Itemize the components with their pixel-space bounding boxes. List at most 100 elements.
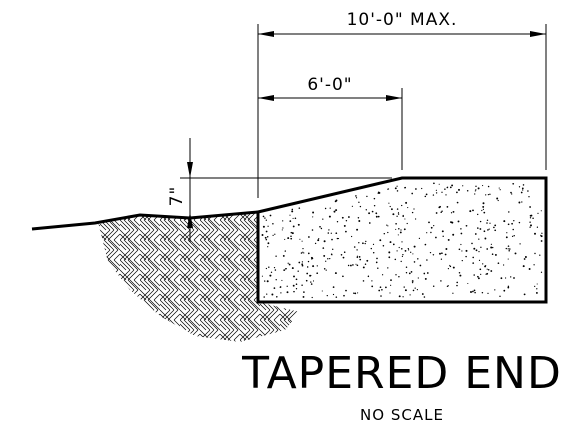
concrete-dot — [342, 256, 345, 259]
concrete-dot — [487, 292, 489, 295]
concrete-dot — [514, 252, 517, 255]
concrete-dot — [482, 185, 484, 187]
earth-hatch-area — [98, 212, 300, 342]
concrete-dot — [318, 238, 320, 240]
concrete-dot — [473, 274, 475, 276]
concrete-dot — [265, 230, 268, 233]
concrete-dot — [345, 289, 347, 292]
concrete-dot — [364, 263, 367, 266]
concrete-dot — [266, 280, 269, 283]
concrete-dot — [435, 236, 437, 239]
concrete-dot — [441, 252, 443, 255]
concrete-dot — [417, 258, 419, 260]
concrete-dot — [317, 239, 320, 242]
concrete-dot — [381, 289, 383, 291]
concrete-dot — [323, 254, 326, 257]
concrete-dot — [302, 251, 304, 253]
concrete-dot — [388, 256, 391, 259]
concrete-dot — [274, 233, 276, 235]
concrete-dot — [416, 289, 418, 291]
concrete-dot — [328, 215, 331, 218]
concrete-dot — [282, 220, 284, 222]
arrowhead-max-left — [258, 31, 274, 37]
concrete-dot — [392, 213, 395, 216]
concrete-dot — [281, 229, 283, 231]
concrete-dot — [509, 248, 511, 250]
concrete-dot — [368, 222, 371, 224]
concrete-dot — [371, 210, 374, 213]
concrete-dot — [494, 224, 497, 227]
concrete-dot — [282, 227, 284, 229]
concrete-dot — [511, 193, 513, 195]
concrete-dot — [435, 192, 438, 194]
concrete-dot — [539, 254, 541, 256]
concrete-dot — [494, 253, 497, 256]
concrete-dot — [486, 219, 489, 222]
concrete-dot — [452, 266, 455, 269]
concrete-dot — [334, 272, 337, 275]
concrete-dot — [379, 239, 382, 242]
concrete-dot — [404, 289, 407, 292]
arrowhead-depth-bottom — [187, 212, 193, 228]
concrete-dot — [523, 258, 526, 260]
concrete-dot — [511, 222, 513, 225]
concrete-dot — [467, 282, 469, 285]
concrete-dot — [534, 232, 536, 235]
concrete-dot — [358, 220, 361, 222]
concrete-dot — [540, 210, 542, 212]
concrete-dot — [289, 220, 292, 222]
concrete-dot — [283, 269, 286, 271]
concrete-dot — [388, 202, 390, 204]
concrete-dot — [263, 296, 265, 298]
concrete-dot — [475, 189, 477, 191]
concrete-dot — [275, 255, 277, 257]
concrete-dot — [478, 250, 480, 253]
concrete-dot — [301, 263, 304, 266]
concrete-dot — [438, 183, 440, 185]
concrete-dot — [403, 286, 405, 288]
concrete-dot — [334, 200, 337, 203]
concrete-dot — [392, 243, 395, 246]
concrete-dot — [444, 188, 446, 190]
concrete-dot — [480, 246, 482, 248]
concrete-dot — [322, 247, 325, 249]
concrete-dot — [302, 247, 304, 250]
concrete-dot — [421, 293, 424, 295]
concrete-dot — [398, 213, 400, 215]
concrete-dot — [505, 277, 507, 279]
concrete-dot — [456, 201, 459, 204]
concrete-dot — [430, 231, 432, 234]
concrete-dot — [396, 185, 398, 187]
concrete-dot — [324, 207, 327, 210]
concrete-dot — [452, 292, 454, 294]
concrete-dot — [320, 227, 323, 230]
concrete-dot — [270, 271, 273, 273]
concrete-dot — [307, 252, 310, 255]
concrete-dot — [487, 194, 489, 196]
concrete-dot — [489, 222, 491, 224]
concrete-dot — [357, 292, 359, 294]
concrete-dot — [462, 185, 464, 187]
concrete-dot — [394, 187, 397, 190]
concrete-dot — [394, 258, 397, 261]
concrete-dot — [503, 289, 506, 292]
concrete-dot — [395, 274, 397, 276]
concrete-dot — [481, 291, 484, 294]
concrete-dot — [497, 199, 499, 202]
concrete-dot — [333, 210, 336, 213]
concrete-dot — [510, 276, 512, 278]
concrete-dot — [465, 249, 468, 252]
concrete-dot — [301, 240, 303, 242]
concrete-dot — [359, 258, 362, 261]
concrete-dot — [435, 189, 437, 191]
concrete-dot — [423, 272, 426, 275]
concrete-dot — [487, 268, 490, 271]
concrete-dot — [386, 224, 388, 226]
concrete-dot — [465, 224, 468, 227]
concrete-dot — [536, 283, 538, 285]
concrete-dot — [291, 208, 294, 211]
concrete-dot — [439, 205, 441, 208]
concrete-dot — [497, 262, 500, 265]
concrete-dot — [399, 231, 402, 234]
concrete-dot — [475, 249, 478, 252]
